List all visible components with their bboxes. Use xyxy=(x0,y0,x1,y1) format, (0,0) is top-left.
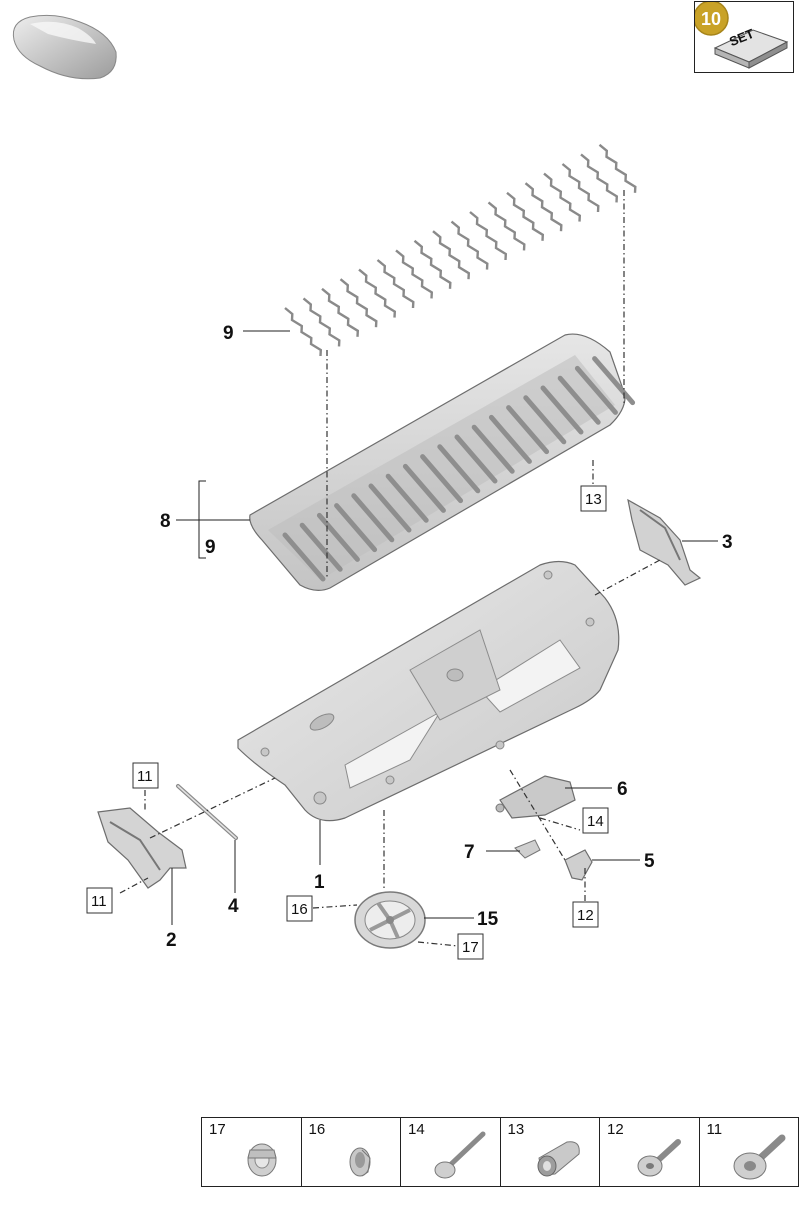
grille-slat xyxy=(321,287,360,337)
box-callout-17: 17 xyxy=(462,939,479,956)
support-rod xyxy=(176,784,238,840)
grille-fin xyxy=(282,532,326,582)
engine-compartment-cover xyxy=(237,560,620,822)
callout-5: 5 xyxy=(644,851,655,872)
callout-7: 7 xyxy=(464,842,475,863)
hardware-number: 17 xyxy=(209,1121,226,1138)
grille-fin xyxy=(454,434,498,484)
set-package-icon xyxy=(695,2,789,69)
grille-slat xyxy=(561,163,600,213)
grille-slat xyxy=(469,211,508,261)
grille-fin xyxy=(385,473,429,523)
lock-striker xyxy=(564,849,593,881)
grille-fin xyxy=(351,493,395,543)
callout-3: 3 xyxy=(722,532,733,553)
hardware-cell: 12 xyxy=(600,1118,700,1186)
flange-bolt-icon xyxy=(637,1139,681,1177)
hardware-cell: 17 xyxy=(202,1118,302,1186)
grille-slat xyxy=(284,307,323,357)
grille-fin xyxy=(592,356,636,406)
hardware-number: 11 xyxy=(706,1121,723,1138)
box-callout-11-top: 11 xyxy=(137,768,153,785)
box-callout-12: 12 xyxy=(577,907,594,924)
callout-15: 15 xyxy=(477,909,499,930)
callout-2: 2 xyxy=(166,930,177,951)
cooling-fan xyxy=(354,891,426,949)
grille-fin xyxy=(523,395,567,445)
grille-slat xyxy=(487,201,526,251)
hardware-number: 16 xyxy=(308,1121,326,1138)
callout-9-bracket: 9 xyxy=(205,537,216,558)
grille-slat xyxy=(450,220,489,270)
grille-fin xyxy=(368,483,412,533)
grille-slat xyxy=(524,182,563,232)
long-bolt-icon xyxy=(434,1131,486,1179)
small-clip xyxy=(514,839,541,859)
grille-fin xyxy=(316,512,360,562)
grille-fin xyxy=(540,385,584,435)
boxed-callouts: 13 11 11 14 12 16 17 xyxy=(86,485,609,960)
box-callout-13: 13 xyxy=(585,491,602,508)
grille-fin xyxy=(437,444,481,494)
callout-9-top: 9 xyxy=(223,323,234,344)
grille-slat xyxy=(598,143,637,193)
leader-lines xyxy=(171,330,718,925)
box-callout-14: 14 xyxy=(587,813,604,830)
grille-fin xyxy=(488,414,532,464)
grille-slat xyxy=(580,153,619,203)
callout-4: 4 xyxy=(228,896,239,917)
air-intake-grille xyxy=(249,333,636,591)
callout-1: 1 xyxy=(314,872,325,893)
grille-slats-set xyxy=(284,143,637,357)
set-badge: 10 SET xyxy=(694,1,794,73)
grille-slat xyxy=(358,268,397,318)
torx-bolt-icon xyxy=(733,1134,785,1180)
lock-actuator xyxy=(495,775,576,819)
grille-slat xyxy=(432,230,471,280)
hardware-number: 13 xyxy=(507,1121,525,1138)
spreader-nut-icon xyxy=(537,1141,580,1177)
grille-slat xyxy=(413,239,452,289)
grille-fin xyxy=(334,503,378,553)
grille-fin xyxy=(402,463,446,513)
left-hinge-bracket xyxy=(97,807,187,889)
hardware-cell: 16 xyxy=(302,1118,401,1186)
push-clip-icon xyxy=(349,1147,371,1177)
hardware-cell: 14 xyxy=(401,1118,501,1186)
hardware-number: 14 xyxy=(408,1121,425,1138)
grille-fin xyxy=(574,365,618,415)
grille-fin xyxy=(471,424,515,474)
grille-slat xyxy=(376,259,415,309)
callout-6: 6 xyxy=(617,779,628,800)
set-number: 10 xyxy=(700,9,722,29)
box-callout-11-bottom: 11 xyxy=(91,893,107,910)
clip-nut-icon xyxy=(247,1143,277,1177)
hardware-cell: 11 xyxy=(700,1118,799,1186)
grille-fin xyxy=(506,405,550,455)
grille-slat xyxy=(506,191,545,241)
box-callout-16: 16 xyxy=(291,901,308,918)
right-hinge-bracket xyxy=(627,498,702,586)
grille-fin xyxy=(420,454,464,504)
hardware-cell: 13 xyxy=(501,1118,600,1186)
hardware-table: 17 16 14 13 12 xyxy=(201,1117,799,1187)
grille-slat xyxy=(543,172,582,222)
hardware-number: 12 xyxy=(607,1121,624,1138)
grille-fin xyxy=(299,522,343,572)
assembly-lines xyxy=(119,190,661,947)
vehicle-thumbnail-icon xyxy=(12,14,117,80)
grille-slat xyxy=(302,297,341,347)
grille-slat xyxy=(339,278,378,328)
callout-8: 8 xyxy=(160,511,171,532)
grille-fin xyxy=(557,375,601,425)
grille-slat xyxy=(395,249,434,299)
